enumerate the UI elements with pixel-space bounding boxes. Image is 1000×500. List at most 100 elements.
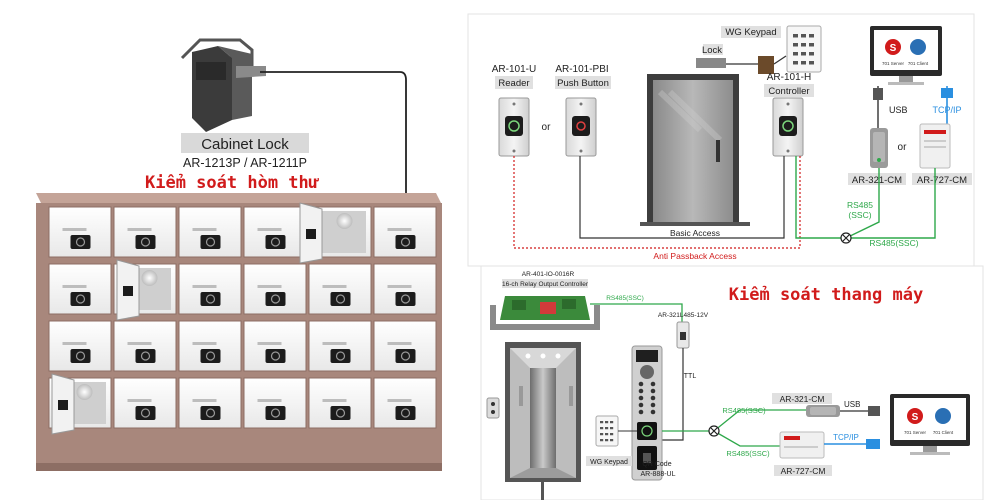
cabinet-lock-title: Cabinet Lock <box>201 136 289 153</box>
relay-board-icon <box>490 296 600 330</box>
cabinet-cell <box>308 377 372 429</box>
pc-monitor-icon-2: S 701 Server 701 Client <box>890 394 970 455</box>
pc1-client-label: 701 Client <box>908 61 929 66</box>
cabinet-cell <box>178 320 242 372</box>
rs485-top-label: RS485(SSC) <box>606 295 644 302</box>
cabinet-cell <box>243 206 307 258</box>
usb-plug-icon-1 <box>873 88 883 100</box>
ar727-device-1 <box>919 123 951 169</box>
elev-conv1-label: AR-321-CM <box>780 394 825 404</box>
push-button-device <box>565 97 597 157</box>
controller-device <box>772 97 804 157</box>
car-panel-icon <box>631 345 663 481</box>
cabinet-cell <box>113 377 177 429</box>
cabinet-cell <box>308 320 372 372</box>
rs485-label-a: RS485 <box>847 200 873 210</box>
relay-label: 16-ch Relay Output Controller <box>502 281 589 288</box>
pc2-server-label: 701 Server <box>904 430 927 435</box>
cabinet-cell <box>373 263 437 315</box>
usb-label-1: USB <box>889 105 908 115</box>
reader-label: Reader <box>498 78 529 89</box>
rs485-top-line <box>590 303 683 322</box>
rj45-icon-1 <box>941 88 953 98</box>
cabinet-cell <box>243 377 307 429</box>
ttl-label: TTL <box>684 373 697 380</box>
elevator-hall-button <box>486 397 500 419</box>
controller-model: AR-101-H <box>767 72 811 83</box>
lock-label-box <box>181 133 309 153</box>
cabinet-cell <box>48 263 112 315</box>
controller-label: Controller <box>768 86 809 97</box>
reader-device <box>498 97 530 157</box>
panel-keypad-device <box>595 415 619 447</box>
cabinet-cell <box>308 263 372 315</box>
pc2-client-label: 701 Client <box>933 430 954 435</box>
elev-usb-label: USB <box>844 400 860 409</box>
ar321-device-2 <box>806 405 840 417</box>
usb-plug-icon-2 <box>868 406 880 416</box>
reader-model: AR-101-U <box>492 64 536 75</box>
conv2-label: AR-727-CM <box>917 175 967 186</box>
cabinet-cell <box>373 377 437 429</box>
or-text-1: or <box>542 122 552 133</box>
keypad-reader-block <box>726 55 787 74</box>
keypad-device <box>786 25 822 73</box>
ar321-device-1 <box>870 128 888 168</box>
or-text-2: or <box>898 142 908 153</box>
elev-conv2-label: AR-727-CM <box>781 466 826 476</box>
qr-code-label: QR Code <box>642 461 671 468</box>
anti-passback-line <box>513 156 801 249</box>
svg-text:S: S <box>912 412 919 423</box>
lock-label: Lock <box>702 45 722 56</box>
rs485-line-controller <box>795 156 846 239</box>
ar727-device-2 <box>779 431 825 459</box>
elevator-section: Kiểm soát thang máy AR-401-IO-0016R 16-c… <box>480 265 984 500</box>
cabinet-top <box>36 193 442 205</box>
pc-monitor-icon-1: S 701 Server 701 Client <box>870 26 942 85</box>
elev-rs485-label-b: RS485(SSC) <box>726 449 770 458</box>
svg-text:S: S <box>890 43 897 54</box>
cabinet-cell <box>113 206 177 258</box>
elev-rs485-321 <box>713 409 806 432</box>
cabinet-cells <box>48 202 437 435</box>
rs485-line-321 <box>845 168 880 239</box>
elevator-keypad-label: WG Keypad <box>590 459 628 466</box>
access-section: AR-101-U Reader or AR-101-PBI Push Butto… <box>467 13 975 267</box>
elevator-section-title: Kiểm soát thang máy <box>729 284 923 305</box>
conv1-label: AR-321-CM <box>852 175 902 186</box>
ar888-label: AR-888-UL <box>640 471 675 478</box>
cabinet-cell <box>243 320 307 372</box>
button-model: AR-101-PBI <box>555 64 608 75</box>
conv-485-12v: AR-321L485-12V <box>658 312 709 319</box>
cabinet-cell <box>48 320 112 372</box>
cabinet-section-title: Kiểm soát hòm thư <box>145 172 320 193</box>
cabinet-cell <box>243 263 307 315</box>
elev-rs485-727 <box>713 430 780 447</box>
lock-wire <box>260 71 407 232</box>
door-icon <box>640 74 750 226</box>
wg-keypad-label: WG Keypad <box>725 27 776 38</box>
cabinet-cell <box>178 377 242 429</box>
cabinet-lock-icon <box>180 38 266 132</box>
cabinet-cell <box>373 320 437 372</box>
cabinet-section: Cabinet Lock AR-1213P / AR-1211P Kiểm so… <box>36 38 442 471</box>
elevator-icon <box>505 342 581 500</box>
button-label: Push Button <box>557 78 609 89</box>
cabinet-cell <box>178 263 242 315</box>
pc1-server-label: 701 Server <box>882 61 905 66</box>
cabinet-cell <box>48 373 112 435</box>
cabinet-cell <box>178 206 242 258</box>
elev-tcpip-label: TCP/IP <box>833 433 859 442</box>
cabinet-lock-models: AR-1213P / AR-1211P <box>183 156 307 170</box>
relay-model: AR-401-IO-0016R <box>522 271 575 278</box>
cabinet-cell <box>113 320 177 372</box>
cabinet-cell <box>373 206 437 258</box>
cabinet-cell <box>48 206 112 258</box>
rs485-line-label: RS485(SSC) <box>869 238 918 248</box>
anti-passback-label: Anti Passback Access <box>653 251 736 261</box>
cabinet-cell <box>299 202 372 264</box>
basic-access-label: Basic Access <box>670 228 720 238</box>
rj45-icon-2 <box>866 439 880 449</box>
elev-rs485-label-a: RS485(SSC) <box>722 406 766 415</box>
